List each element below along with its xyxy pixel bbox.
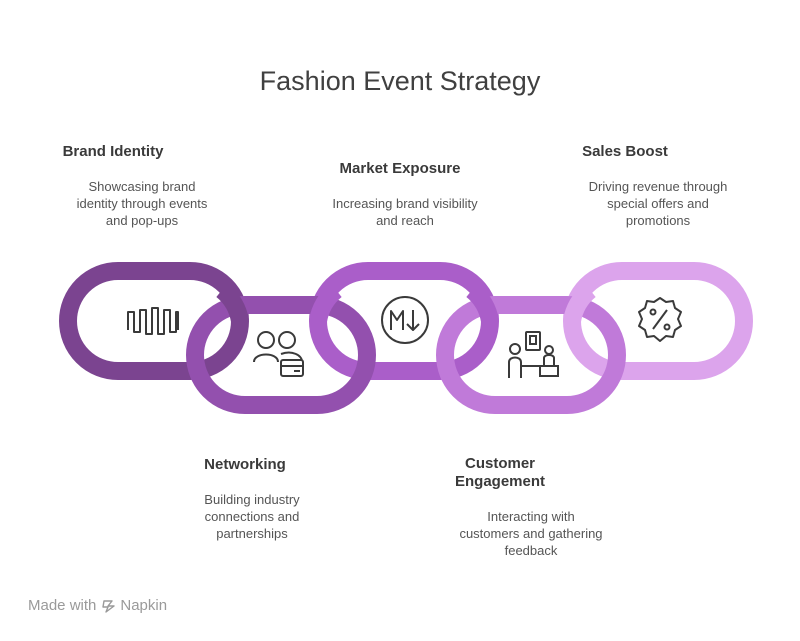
step-label-market-exposure: Market Exposure: [339, 160, 461, 177]
chain-link-customer-engagement: [436, 296, 626, 414]
step-description-brand-identity: Showcasing brand identity through events…: [76, 179, 208, 228]
step-description-networking: Building industry connections and partne…: [204, 492, 300, 541]
chain-overlap-1: [216, 282, 249, 323]
made-with-text: Made with: [28, 597, 97, 614]
step-label-sales-boost: Sales Boost: [582, 143, 668, 160]
chain-overlap-2: [309, 282, 342, 323]
step-description-sales-boost: Driving revenue through special offers a…: [588, 179, 728, 228]
people-id-icon: [253, 331, 304, 377]
napkin-brand[interactable]: Napkin: [102, 597, 167, 614]
step-label-customer-engagement: Customer Engagement: [454, 455, 545, 490]
footer: Made with Napkin: [28, 597, 167, 614]
waveform-icon: [127, 307, 179, 335]
step-label-brand-identity: Brand Identity: [62, 143, 164, 160]
chain-overlap-3: [466, 282, 499, 323]
step-label-networking: Networking: [204, 456, 286, 473]
napkin-logo-icon: [102, 599, 116, 613]
step-description-market-exposure: Increasing brand visibility and reach: [332, 196, 478, 228]
step-description-customer-engagement: Interacting with customers and gathering…: [459, 509, 603, 558]
percent-badge-icon: [638, 297, 682, 342]
chain-link-networking: [186, 296, 376, 414]
chain-overlap-4: [563, 282, 596, 323]
page-title: Fashion Event Strategy: [259, 66, 541, 96]
markdown-icon: [381, 296, 429, 344]
napkin-brand-text: Napkin: [120, 597, 168, 614]
customer-desk-icon: [508, 331, 559, 378]
